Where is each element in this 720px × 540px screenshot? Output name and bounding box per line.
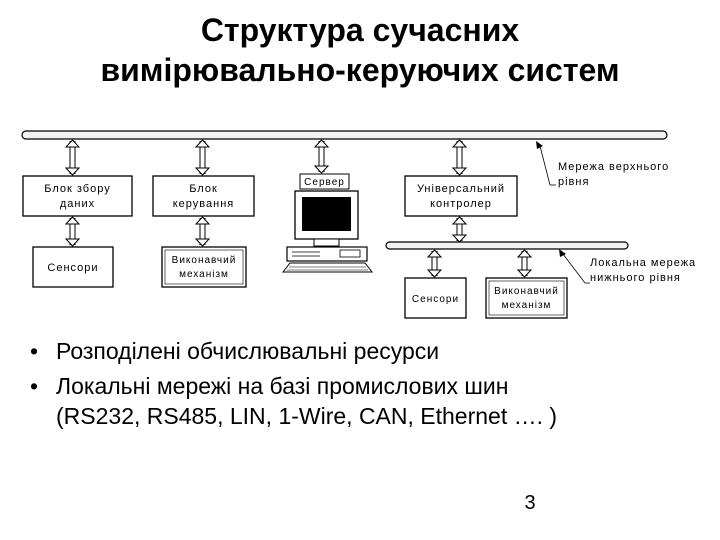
bullet-item: Розподілені обчислювальні ресурси <box>30 336 700 366</box>
controller-label-1: Універсальний <box>417 183 505 195</box>
actuator-left-block: Виконавчий механізм <box>161 246 247 288</box>
actuator-right-block: Виконавчий механізм <box>485 277 568 319</box>
page-number: 3 <box>524 492 536 514</box>
lower-network-label-1: Локальна мережа <box>590 257 696 269</box>
server-computer: Сервер <box>281 173 374 273</box>
data-acquisition-block: Блок збору даних <box>22 175 133 217</box>
connector-acquisition <box>64 139 81 176</box>
controller-label-2: контролер <box>430 198 492 210</box>
actuator-right-label-1: Виконавчий <box>494 286 559 297</box>
control-label-1: Блок <box>189 183 218 195</box>
sensors-left-label: Сенсори <box>47 262 98 274</box>
connector-control <box>194 139 211 176</box>
connector-controller-lower-bus <box>451 216 468 243</box>
upper-network-label-1: Мережа верхнього <box>558 161 669 173</box>
title-line-2: вимірювально-керуючих систем <box>100 52 620 88</box>
bullet-item-1-text: Розподілені обчислювальні ресурси <box>56 338 440 364</box>
slide-title: Структура сучасних вимірювально-керуючих… <box>0 10 720 90</box>
connector-sensors-left <box>64 216 81 247</box>
connector-controller <box>451 139 468 176</box>
sensors-right-block: Сенсори <box>404 277 467 319</box>
lower-network-label-2: нижнього рівня <box>590 272 681 284</box>
title-line-1: Структура сучасних <box>200 12 520 48</box>
control-label-2: керування <box>173 198 235 210</box>
universal-controller-block: Універсальний контролер <box>404 175 518 217</box>
upper-network-label-2: рівня <box>558 176 589 188</box>
actuator-left-label-2: механізм <box>179 269 229 280</box>
upper-network-label: Мережа верхнього рівня <box>536 141 669 188</box>
bus-connectors <box>64 139 533 278</box>
bullet-item: Локальні мережі на базі промислових шин … <box>30 371 700 431</box>
actuator-left-label-1: Виконавчий <box>172 255 237 266</box>
data-acquisition-label-1: Блок збору <box>44 183 110 195</box>
actuator-right-label-2: механізм <box>502 300 552 311</box>
connector-actuator-left <box>194 216 211 247</box>
bullet-item-2-line-1: Локальні мережі на базі промислових шин <box>56 373 509 399</box>
system-unit-icon <box>286 246 368 262</box>
keyboard-icon <box>281 262 374 273</box>
sensors-right-label: Сенсори <box>412 294 459 305</box>
control-block: Блок керування <box>152 175 255 217</box>
connector-actuator-right <box>516 249 533 278</box>
data-acquisition-label-2: даних <box>60 198 95 210</box>
bullet-item-2-line-2: (RS232, RS485, LIN, 1-Wire, CAN, Etherne… <box>56 403 558 429</box>
lower-network-bus <box>385 241 629 250</box>
lower-network-label: Локальна мережа нижнього рівня <box>559 249 696 284</box>
upper-network-bus <box>21 130 668 140</box>
server-label: Сервер <box>304 177 345 188</box>
connector-server <box>313 139 330 174</box>
bullet-list: Розподілені обчислювальні ресурси Локаль… <box>30 336 700 436</box>
connector-sensors-right <box>426 249 443 278</box>
sensors-left-block: Сенсори <box>32 246 114 288</box>
